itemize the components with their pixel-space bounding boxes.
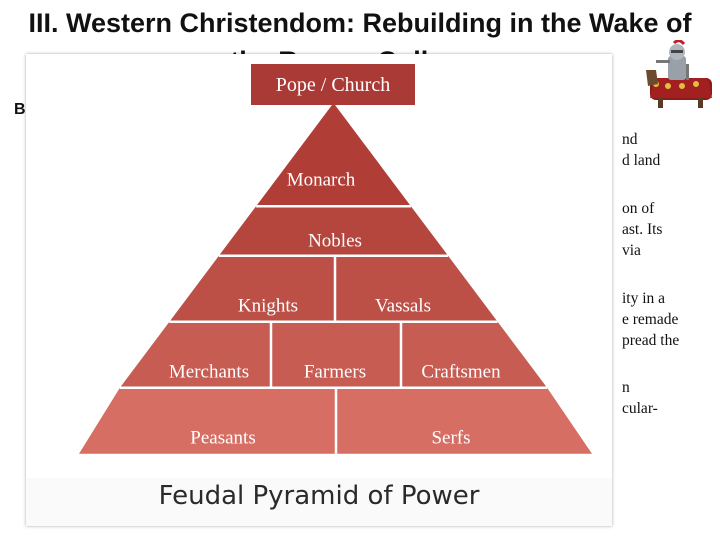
knight-on-horse-icon	[646, 40, 712, 108]
side-text-fragment: via	[622, 242, 641, 259]
pyramid-label-monarch: Monarch	[286, 169, 356, 191]
side-text-fragment: pread the	[622, 332, 680, 349]
pyramid-separators	[119, 204, 548, 454]
pyramid-apex-label: Pope / Church	[275, 74, 391, 96]
pyramid-label-knights: Knights	[237, 295, 299, 317]
bullet-letter: B	[14, 101, 26, 118]
pyramid-label-merchants: Merchants	[168, 361, 250, 383]
side-text-fragment: ast. Its	[622, 221, 663, 238]
pyramid-label-craftsmen: Craftsmen	[421, 361, 501, 383]
apex-box	[251, 64, 415, 105]
pyramid-label-serfs: Serfs	[431, 427, 471, 449]
side-text-fragment: nd	[622, 131, 638, 148]
figure-caption: Feudal Pyramid of Power	[158, 481, 480, 511]
feudal-pyramid-figure: Pope / Church Monarch Nobles Knights Vas…	[26, 54, 612, 526]
side-text-fragment: d land	[622, 152, 661, 169]
pyramid-label-farmers: Farmers	[303, 361, 367, 383]
pyramid-tier-knights-vassals	[169, 255, 498, 322]
side-text-fragment: n	[622, 379, 630, 396]
slide-title-line-1: III. Western Christendom: Rebuilding in …	[28, 8, 692, 38]
pyramid-tier-monarch	[256, 103, 411, 207]
pyramid-label-vassals: Vassals	[375, 295, 431, 317]
side-text-fragment: cular-	[622, 400, 658, 417]
side-text-fragment: ity in a	[622, 290, 666, 307]
side-text-fragment: on of	[622, 200, 655, 217]
pyramid-tier-merchants-farmers-craftsmen	[119, 321, 548, 388]
pyramid-tier-nobles	[218, 206, 449, 256]
side-text-fragment: e remade	[622, 311, 679, 328]
feudal-pyramid-diagram	[79, 64, 592, 454]
pyramid-label-nobles: Nobles	[308, 230, 362, 252]
pyramid-label-peasants: Peasants	[190, 427, 256, 449]
